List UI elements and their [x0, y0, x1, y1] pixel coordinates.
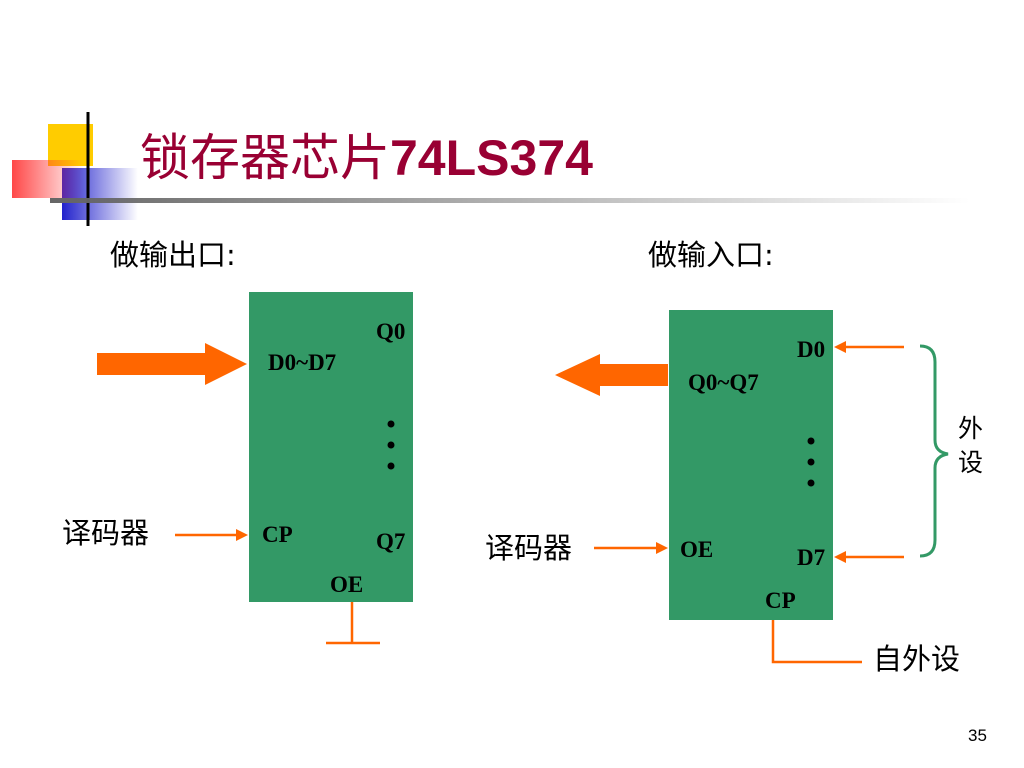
peripheral-label-char1: 外 — [958, 414, 984, 443]
input-chip-cp-label: CP — [765, 588, 796, 613]
input-pin-ellipsis-dot — [807, 437, 815, 445]
slide-title: 锁存器芯片74LS374 — [140, 118, 593, 190]
peripheral-label-char2: 设 — [958, 448, 984, 477]
output-decoder-label: 译码器 — [62, 516, 150, 550]
logo-yellow-square — [48, 124, 93, 166]
data-bus-out-arrow — [555, 354, 668, 396]
decoder-to-cp-arrowhead — [236, 529, 248, 541]
input-chip-d0-label: D0 — [797, 337, 826, 362]
output-chip-data-inputs-label: D0~D7 — [268, 350, 337, 375]
cp-from-peripheral-line — [771, 620, 862, 664]
output-chip-q7-label: Q7 — [376, 529, 406, 554]
title-chip-number: 74LS374 — [390, 130, 593, 186]
input-pin-ellipsis-dot — [807, 479, 815, 487]
output-chip-q0-label: Q0 — [376, 319, 406, 344]
input-pin-ellipsis-dot — [807, 458, 815, 466]
input-chip-data-outputs-label: Q0~Q7 — [688, 370, 759, 395]
data-bus-in-arrow — [97, 343, 247, 385]
logo-red-square — [12, 160, 84, 198]
title-chinese: 锁存器芯片 — [140, 129, 390, 187]
output-chip-cp-label: CP — [262, 522, 293, 547]
input-chip-oe-label: OE — [680, 537, 714, 562]
peripheral-to-d0-arrowhead — [834, 341, 846, 353]
input-decoder-label: 译码器 — [485, 531, 573, 565]
input-port-heading: 做输入口: — [648, 238, 774, 272]
input-chip-d7-label: D7 — [797, 545, 826, 570]
from-peripheral-label: 自外设 — [873, 642, 961, 676]
peripheral-to-d7-arrowhead — [834, 551, 846, 563]
output-latch-chip — [249, 292, 413, 602]
output-chip-oe-label: OE — [330, 572, 364, 597]
output-pin-ellipsis-dot — [387, 441, 395, 449]
title-underline — [50, 198, 970, 203]
output-port-heading: 做输出口: — [110, 238, 236, 272]
output-pin-ellipsis-dot — [387, 420, 395, 428]
page-number: 35 — [968, 726, 987, 745]
decoder-to-oe-arrowhead — [656, 542, 668, 554]
output-pin-ellipsis-dot — [387, 462, 395, 470]
input-latch-chip — [669, 310, 833, 620]
peripheral-brace — [919, 344, 949, 558]
